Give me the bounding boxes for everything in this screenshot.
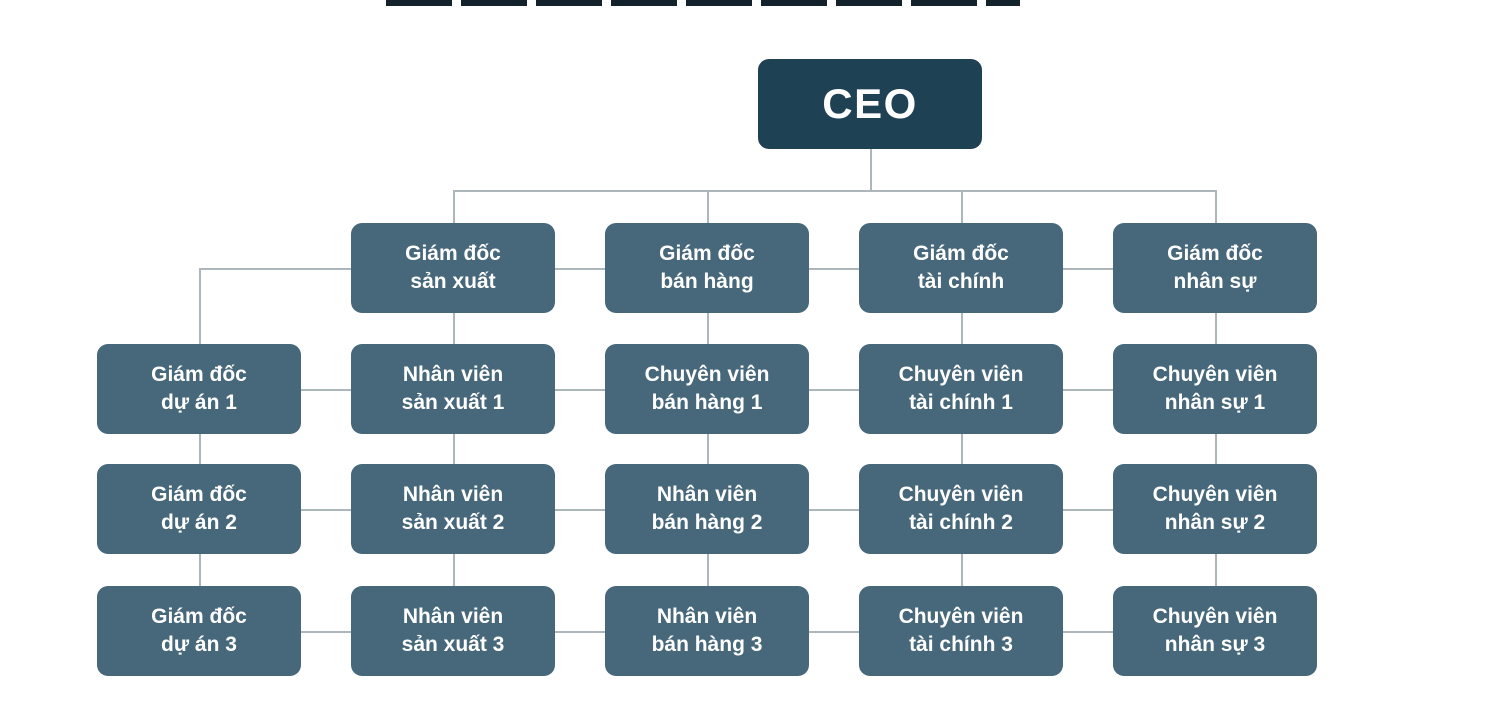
org-node-cv-nhan-su-3[interactable]: Chuyên viên nhân sự 3: [1113, 586, 1317, 676]
connector-line: [555, 631, 605, 633]
org-node-gd-du-an-3[interactable]: Giám đốc dự án 3: [97, 586, 301, 676]
connector-line: [1063, 268, 1113, 270]
org-node-nv-san-xuat-3[interactable]: Nhân viên sản xuất 3: [351, 586, 555, 676]
connector-line: [453, 313, 455, 344]
connector-line: [809, 509, 859, 511]
connector-line: [555, 389, 605, 391]
connector-line: [1063, 509, 1113, 511]
org-node-cv-tai-chinh-2[interactable]: Chuyên viên tài chính 2: [859, 464, 1063, 554]
connector-line: [1063, 389, 1113, 391]
org-node-dir-ban-hang[interactable]: Giám đốc bán hàng: [605, 223, 809, 313]
cropped-title-text: [386, 0, 1020, 6]
connector-line: [961, 190, 963, 223]
org-node-gd-du-an-1[interactable]: Giám đốc dự án 1: [97, 344, 301, 434]
org-node-nv-ban-hang-3[interactable]: Nhân viên bán hàng 3: [605, 586, 809, 676]
connector-line: [809, 631, 859, 633]
connector-line: [961, 554, 963, 586]
org-node-cv-nhan-su-1[interactable]: Chuyên viên nhân sự 1: [1113, 344, 1317, 434]
connector-line: [707, 554, 709, 586]
connector-line: [453, 190, 455, 223]
org-node-cv-ban-hang-1[interactable]: Chuyên viên bán hàng 1: [605, 344, 809, 434]
org-node-ceo[interactable]: CEO: [758, 59, 982, 149]
connector-line: [453, 434, 455, 464]
connector-line: [961, 313, 963, 344]
org-node-cv-nhan-su-2[interactable]: Chuyên viên nhân sự 2: [1113, 464, 1317, 554]
connector-line: [453, 190, 1215, 192]
org-node-dir-tai-chinh[interactable]: Giám đốc tài chính: [859, 223, 1063, 313]
connector-line: [870, 149, 872, 190]
connector-line: [707, 434, 709, 464]
org-node-gd-du-an-2[interactable]: Giám đốc dự án 2: [97, 464, 301, 554]
connector-line: [1063, 631, 1113, 633]
connector-line: [707, 313, 709, 344]
org-node-dir-nhan-su[interactable]: Giám đốc nhân sự: [1113, 223, 1317, 313]
connector-line: [555, 509, 605, 511]
connector-line: [1215, 554, 1217, 586]
connector-line: [1215, 313, 1217, 344]
org-node-nv-san-xuat-1[interactable]: Nhân viên sản xuất 1: [351, 344, 555, 434]
connector-line: [199, 554, 201, 586]
connector-line: [707, 190, 709, 223]
connector-line: [1215, 434, 1217, 464]
connector-line: [301, 631, 351, 633]
connector-line: [301, 509, 351, 511]
connector-line: [199, 268, 351, 270]
connector-line: [809, 389, 859, 391]
connector-line: [453, 554, 455, 586]
connector-line: [961, 434, 963, 464]
org-node-dir-san-xuat[interactable]: Giám đốc sản xuất: [351, 223, 555, 313]
connector-line: [1215, 190, 1217, 223]
connector-line: [809, 268, 859, 270]
connector-line: [199, 434, 201, 464]
org-node-cv-tai-chinh-1[interactable]: Chuyên viên tài chính 1: [859, 344, 1063, 434]
org-node-cv-tai-chinh-3[interactable]: Chuyên viên tài chính 3: [859, 586, 1063, 676]
connector-line: [555, 268, 605, 270]
org-node-nv-san-xuat-2[interactable]: Nhân viên sản xuất 2: [351, 464, 555, 554]
connector-line: [199, 268, 201, 344]
connector-line: [301, 389, 351, 391]
org-node-nv-ban-hang-2[interactable]: Nhân viên bán hàng 2: [605, 464, 809, 554]
